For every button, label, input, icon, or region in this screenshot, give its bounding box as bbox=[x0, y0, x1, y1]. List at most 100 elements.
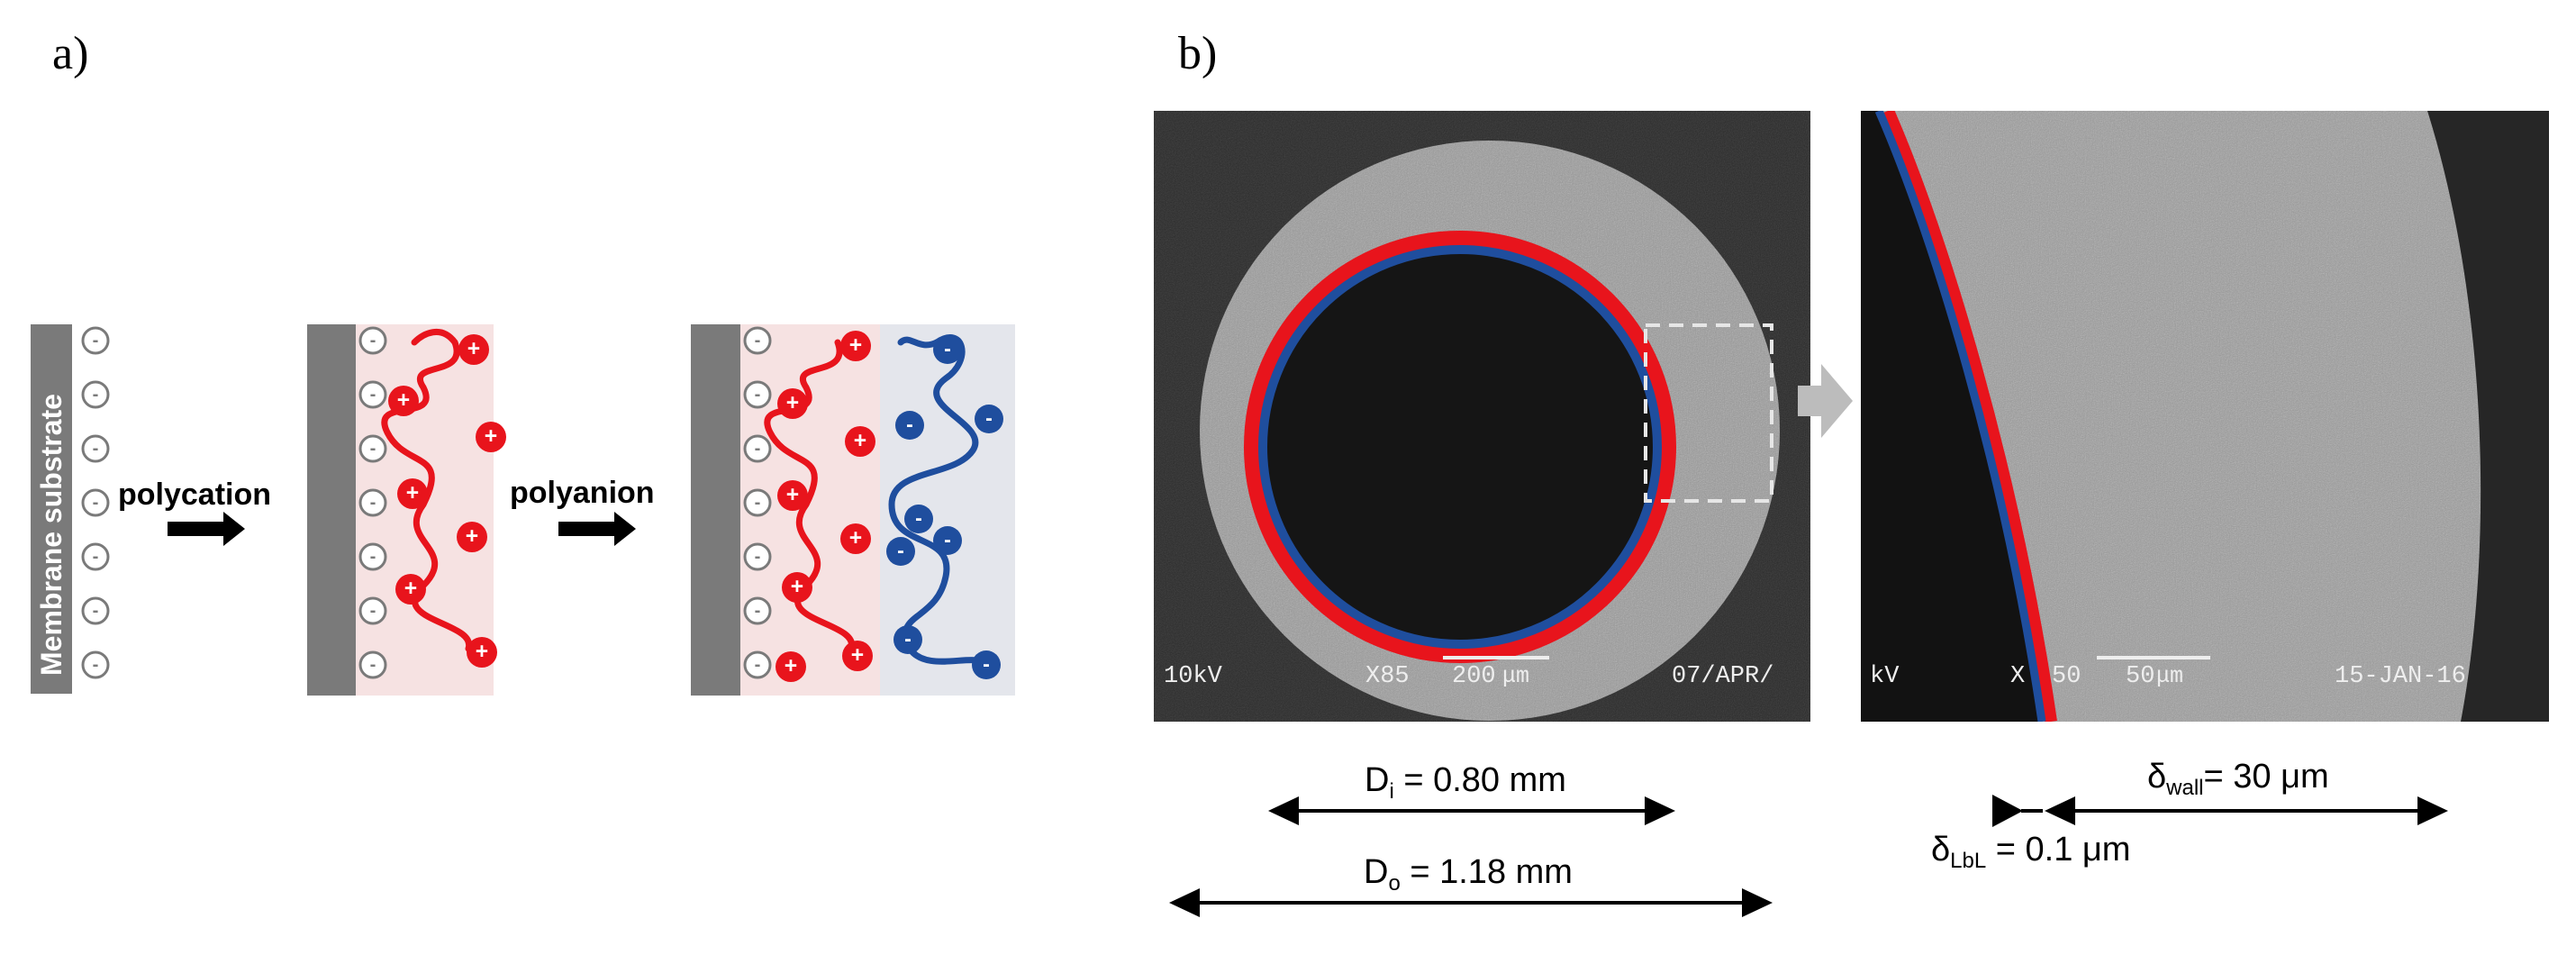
polycation-positive-charge: + bbox=[840, 523, 871, 554]
dlbl-arrowhead-left bbox=[1992, 795, 2023, 827]
polyanion-negative-charge: - bbox=[904, 505, 933, 533]
svg-text:-: - bbox=[370, 601, 376, 621]
svg-text:-: - bbox=[370, 547, 376, 567]
wall-thickness-measure: δwall= 30 μm bbox=[2045, 758, 2448, 825]
sem-right-date: 15-JAN-16 bbox=[2335, 663, 2466, 690]
plus-charges-stage-2: + + + + + + + bbox=[388, 334, 506, 668]
surface-negative-charge: - bbox=[743, 326, 772, 355]
svg-text:-: - bbox=[904, 627, 912, 650]
polycation-positive-charge: + bbox=[397, 478, 428, 509]
surface-negative-charge: - bbox=[81, 434, 110, 463]
sem-left-mag: X85 bbox=[1365, 663, 1410, 690]
svg-text:-: - bbox=[755, 385, 761, 405]
svg-text:-: - bbox=[93, 601, 99, 621]
svg-text:+: + bbox=[786, 391, 799, 415]
polycation-positive-charge: + bbox=[395, 574, 426, 605]
polycation-positive-charge: + bbox=[777, 388, 808, 419]
minus-charges-stage-2: - - - - - - - bbox=[358, 326, 387, 679]
arrow-polyanion-shape bbox=[558, 512, 636, 546]
polyanion-negative-charge: - bbox=[893, 625, 922, 654]
sem-right-mag-value: 50 bbox=[2052, 663, 2081, 690]
arrow-polycation-shape bbox=[168, 512, 245, 546]
stage-3-polyanion: ------- ++++++++ -------- bbox=[691, 324, 1015, 696]
surface-negative-charge: - bbox=[358, 434, 387, 463]
polyanion-edge-line bbox=[1874, 111, 2046, 722]
do-label: Do = 1.18 mm bbox=[1364, 853, 1573, 896]
stage-2-polycation: - - - - - - - + + + + + + + bbox=[307, 324, 506, 696]
di-label: Di = 0.80 mm bbox=[1365, 761, 1566, 804]
zoom-region-box bbox=[1644, 323, 1773, 503]
outer-diameter-measure: Do = 1.18 mm bbox=[1169, 853, 1773, 917]
polycation-ring bbox=[1244, 231, 1676, 663]
polycation-positive-charge: + bbox=[842, 641, 873, 671]
svg-text:+: + bbox=[485, 424, 497, 449]
sem-right-scalebar bbox=[2097, 656, 2210, 659]
stage-1-substrate: Membrane substrate ------- bbox=[31, 324, 110, 694]
polyanion-negative-charge: - bbox=[933, 335, 962, 364]
svg-text:-: - bbox=[755, 331, 761, 350]
polycation-positive-charge: + bbox=[476, 422, 506, 452]
dlbl-label: δLbL = 0.1 μm bbox=[1931, 831, 2130, 873]
svg-text:-: - bbox=[944, 337, 951, 360]
svg-text:+: + bbox=[786, 483, 799, 507]
svg-text:+: + bbox=[849, 333, 862, 358]
svg-text:-: - bbox=[93, 493, 99, 513]
minus-charges-stage-3: ------- bbox=[743, 326, 772, 679]
polyanion-negative-charge: - bbox=[975, 405, 1003, 433]
polycation-positive-charge: + bbox=[457, 522, 487, 552]
svg-text:-: - bbox=[983, 652, 990, 676]
svg-text:-: - bbox=[755, 439, 761, 459]
svg-text:+: + bbox=[397, 388, 410, 413]
fiber-lumen bbox=[1255, 241, 1665, 652]
sem-right-outer-edge bbox=[2427, 111, 2549, 722]
svg-text:-: - bbox=[755, 601, 761, 621]
sem-left-kv: 10kV bbox=[1164, 663, 1223, 690]
surface-negative-charge: - bbox=[358, 488, 387, 517]
polycation-positive-charge: + bbox=[777, 480, 808, 511]
surface-negative-charge: - bbox=[743, 596, 772, 625]
plus-charges-stage-3: ++++++++ bbox=[776, 331, 875, 682]
svg-text:-: - bbox=[755, 655, 761, 675]
polycation-chain-2b bbox=[411, 329, 458, 346]
polyanion-chain-3b bbox=[897, 336, 940, 349]
svg-text:+: + bbox=[849, 526, 862, 550]
sem-right-scale-value: 50 bbox=[2126, 663, 2154, 690]
arrow-polycation-label: polycation bbox=[118, 478, 271, 512]
substrate-bar-3 bbox=[691, 324, 740, 696]
surface-negative-charge: - bbox=[358, 326, 387, 355]
svg-text:-: - bbox=[370, 493, 376, 513]
do-arrowhead-left bbox=[1169, 888, 1200, 917]
svg-text:-: - bbox=[370, 655, 376, 675]
substrate-bar-2 bbox=[307, 324, 356, 696]
polycation-edge-line bbox=[1882, 111, 2057, 722]
polyanion-negative-charge: - bbox=[886, 537, 915, 566]
lbl-thickness-measure: δLbL = 0.1 μm bbox=[1931, 795, 2130, 873]
svg-text:-: - bbox=[93, 547, 99, 567]
svg-text:-: - bbox=[906, 413, 913, 436]
svg-text:-: - bbox=[93, 655, 99, 675]
surface-negative-charge: - bbox=[358, 650, 387, 679]
svg-text:+: + bbox=[467, 337, 480, 361]
sem-image-cross-section: 10kV X85 200 μm 07/APR/ bbox=[1154, 111, 1810, 722]
svg-text:+: + bbox=[851, 643, 864, 668]
surface-negative-charge: - bbox=[81, 380, 110, 409]
sem-right-mag: X bbox=[2010, 663, 2025, 690]
svg-text:-: - bbox=[370, 385, 376, 405]
surface-negative-charge: - bbox=[743, 650, 772, 679]
polyanion-ring bbox=[1258, 245, 1662, 649]
polycation-positive-charge: + bbox=[388, 386, 419, 416]
sem-left-scale-value: 200 bbox=[1452, 663, 1496, 690]
panel-b-label: b) bbox=[1178, 28, 1217, 79]
svg-text:+: + bbox=[854, 429, 866, 453]
sem-left-date: 07/APR/ bbox=[1672, 663, 1773, 690]
arrow-polyanion: polyanion bbox=[510, 476, 655, 546]
surface-negative-charge: - bbox=[81, 488, 110, 517]
sem-left-scale-unit: μm bbox=[1502, 663, 1529, 689]
surface-negative-charge: - bbox=[358, 596, 387, 625]
svg-text:-: - bbox=[370, 439, 376, 459]
polycation-positive-charge: + bbox=[467, 637, 497, 668]
sem-image-wall-detail: kV X 50 50 μm 15-JAN-16 bbox=[1861, 111, 2549, 722]
surface-negative-charge: - bbox=[743, 488, 772, 517]
svg-text:-: - bbox=[93, 439, 99, 459]
